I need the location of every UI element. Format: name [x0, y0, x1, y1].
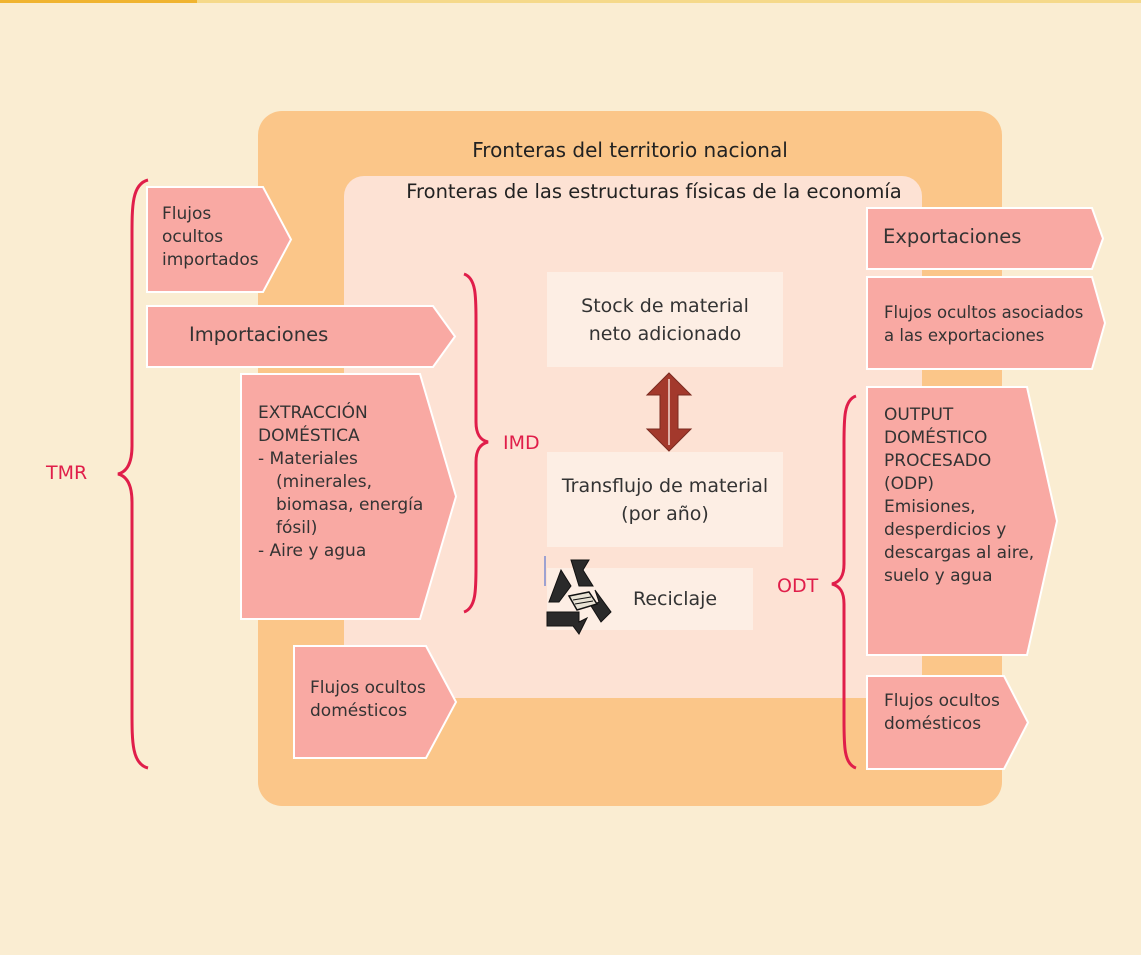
arrow-shape-icon	[866, 675, 1030, 770]
tmr-bracket-icon	[117, 178, 149, 770]
hidden-exports-flows-box: Flujos ocultos asociados a las exportaci…	[866, 276, 1107, 370]
bullet-line: - Materiales	[258, 449, 358, 469]
tmr-label: TMR	[46, 462, 88, 484]
hidden-exports-text: Flujos ocultos asociados a las exportaci…	[867, 277, 1106, 347]
text-line: EXTRACCIÓN	[258, 403, 368, 423]
imports-box: Importaciones	[146, 305, 457, 368]
text-line: (ODP)	[884, 474, 934, 494]
text-line: DOMÉSTICO	[884, 428, 988, 448]
imd-bracket-icon	[463, 272, 489, 614]
hidden-imported-text: Flujos ocultos importados	[147, 187, 292, 272]
hidden-domestic-flows-output-box: Flujos ocultos domésticos	[866, 675, 1030, 770]
text-line: domésticos	[310, 701, 408, 721]
exports-label: Exportaciones	[883, 225, 1022, 248]
imd-label: IMD	[503, 432, 540, 454]
national-border-label: Fronteras del territorio nacional	[472, 138, 788, 162]
text-line: suelo y agua	[884, 566, 993, 586]
text-line: OUTPUT	[884, 405, 954, 425]
text-line: domésticos	[884, 714, 982, 734]
dpo-text: OUTPUT DOMÉSTICO PROCESADO (ODP) Emision…	[867, 387, 1058, 588]
economy-border-label: Fronteras de las estructuras físicas de …	[406, 180, 902, 203]
arrow-shape-icon	[866, 207, 1105, 270]
text-line: biomasa, energía	[276, 495, 424, 515]
text-line: (por año)	[621, 502, 709, 525]
exports-box: Exportaciones	[866, 207, 1105, 270]
text-line: Flujos ocultos	[884, 691, 1000, 711]
odt-bracket-icon	[831, 394, 857, 770]
arrow-shape-icon	[146, 305, 457, 368]
text-line: PROCESADO	[884, 451, 992, 471]
text-line: fósil)	[276, 518, 318, 538]
domestic-extraction-text: EXTRACCIÓN DOMÉSTICA - Materiales (miner…	[241, 374, 457, 563]
text-line: Flujos	[162, 204, 212, 224]
text-line: descargas al aire,	[884, 543, 1035, 563]
net-stock-text: Stock de material neto adicionado	[581, 292, 749, 348]
double-arrow-icon	[645, 372, 693, 452]
bullet-line: - Aire y agua	[258, 541, 367, 561]
recycling-label: Reciclaje	[633, 588, 718, 610]
top-rule-accent	[0, 0, 197, 3]
text-line: Flujos ocultos asociados	[884, 303, 1084, 322]
material-throughput-box: Transflujo de material (por año)	[547, 452, 783, 547]
text-line: ocultos	[162, 227, 224, 247]
text-line: Emisiones,	[884, 497, 976, 517]
text-line: neto adicionado	[588, 322, 742, 345]
text-line: desperdicios y	[884, 520, 1007, 540]
arrow-shape-icon	[293, 645, 458, 759]
domestic-extraction-box: EXTRACCIÓN DOMÉSTICA - Materiales (miner…	[240, 373, 458, 620]
hidden-domestic-flows-input-box: Flujos ocultos domésticos	[293, 645, 458, 759]
arrow-shape-icon	[146, 186, 293, 293]
net-stock-addition-box: Stock de material neto adicionado	[547, 272, 783, 367]
text-line: Stock de material	[581, 294, 749, 317]
text-line: a las exportaciones	[884, 326, 1045, 345]
hidden-domestic-output-text: Flujos ocultos domésticos	[867, 676, 1029, 736]
text-line: (minerales,	[276, 472, 372, 492]
text-line: importados	[162, 250, 259, 270]
arrow-shape-icon	[866, 276, 1107, 370]
domestic-processed-output-box: OUTPUT DOMÉSTICO PROCESADO (ODP) Emision…	[866, 386, 1059, 656]
arrow-shape-icon	[240, 373, 458, 620]
hidden-imported-flows-box: Flujos ocultos importados	[146, 186, 293, 293]
throughput-text: Transflujo de material (por año)	[562, 472, 768, 528]
arrow-shape-icon	[866, 386, 1059, 656]
text-line: Transflujo de material	[561, 474, 769, 497]
text-line: DOMÉSTICA	[258, 426, 360, 446]
recycle-icon	[544, 556, 612, 635]
text-line: Flujos ocultos	[310, 678, 426, 698]
odt-label: ODT	[777, 575, 819, 597]
imports-label: Importaciones	[189, 323, 329, 346]
top-rule	[0, 0, 1141, 3]
hidden-domestic-input-text: Flujos ocultos domésticos	[294, 646, 457, 723]
